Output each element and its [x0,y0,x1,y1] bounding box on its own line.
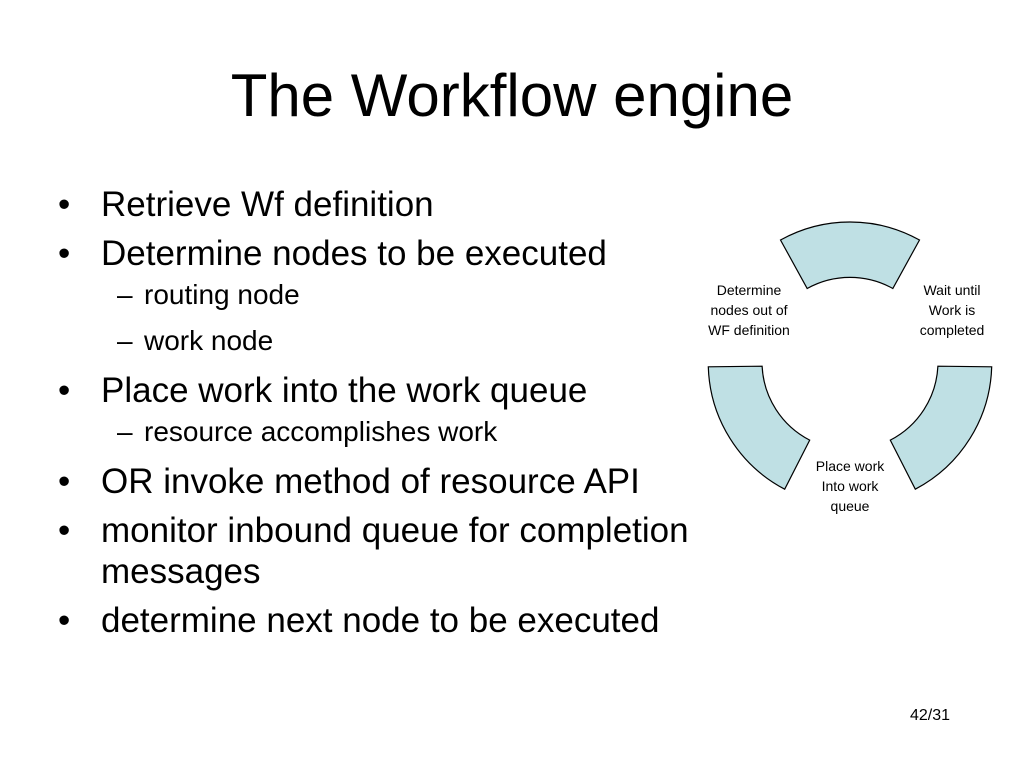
sub-bullet-marker: – [117,416,133,447]
page-number: 42/31 [910,707,951,724]
bullet-text: determine next node to be executed [101,601,660,640]
bullet-text: OR invoke method of resource API [101,462,640,501]
bullet-text: Place work into the work queue [101,371,588,410]
bullet-marker: • [58,511,71,550]
node-label-line: nodes out of [710,302,788,318]
node-label-line: queue [830,498,870,514]
node-label-line: Wait until [923,282,981,298]
bullet-marker: • [58,234,71,273]
bullet-item: • determine next node to be executed [58,600,798,641]
sub-bullet-item: – resource accomplishes work [101,415,798,449]
node-label-line: Into work [821,478,879,494]
diagram-node-label-bottom: Place work Into work queue [805,456,895,516]
node-label-line: WF definition [708,322,790,338]
diagram-node-label-right: Wait until Work is completed [907,280,997,340]
bullet-list: • Retrieve Wf definition • Determine nod… [58,184,798,649]
bullet-text: Retrieve Wf definition [101,185,434,224]
bullet-item: • monitor inbound queue for completion m… [58,510,798,592]
sub-bullet-marker: – [117,279,133,310]
slide-title: The Workflow engine [230,62,794,129]
bullet-marker: • [58,601,71,640]
bullet-marker: • [58,185,71,224]
sub-bullet-marker: – [117,325,133,356]
bullet-text-line: monitor inbound queue for completion [101,511,689,550]
node-label-line: completed [919,322,985,338]
node-label-line: Place work [815,458,885,474]
cycle-segment-right [889,365,993,491]
bullet-item: • OR invoke method of resource API [58,461,798,502]
sub-bullet-text: work node [144,325,274,356]
bullet-item: • Place work into the work queue – resou… [58,370,798,449]
sub-bullet-item: – work node [101,324,798,358]
sub-bullet-text: resource accomplishes work [144,416,498,447]
bullet-item: • Retrieve Wf definition [58,184,798,225]
bullet-item: • Determine nodes to be executed – routi… [58,233,798,358]
cycle-segment-top [779,221,921,290]
node-label-line: Work is [928,302,976,318]
sub-bullet-list: – routing node – work node [101,278,798,358]
bullet-marker: • [58,462,71,501]
bullet-text: Determine nodes to be executed [101,234,607,273]
sub-bullet-list: – resource accomplishes work [101,415,798,449]
bullet-marker: • [58,371,71,410]
bullet-text-line: messages [101,552,261,591]
sub-bullet-item: – routing node [101,278,798,312]
sub-bullet-text: routing node [144,279,300,310]
node-label-line: Determine [716,282,782,298]
diagram-node-label-left: Determine nodes out of WF definition [699,280,799,340]
